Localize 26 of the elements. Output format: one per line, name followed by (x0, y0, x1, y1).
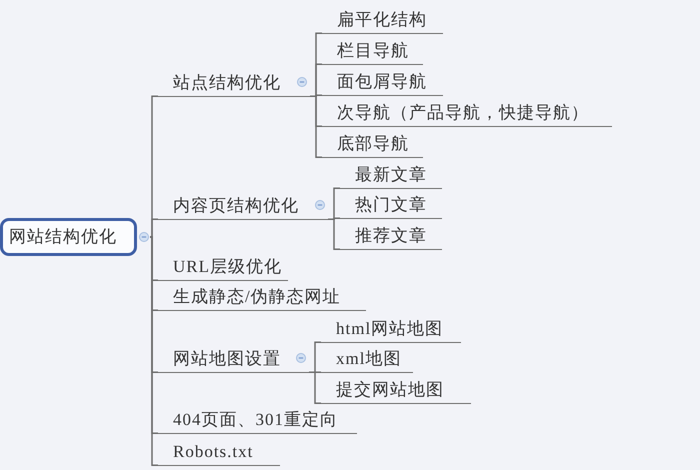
topic: xml地图 (321, 347, 413, 373)
root-topic-box: 网站结构优化 (0, 218, 137, 256)
topic-text: 网站地图设置 (173, 349, 281, 368)
topic: 提交网站地图 (321, 378, 471, 404)
branch-line (328, 218, 340, 250)
topic: 次导航（产品导航，快捷导航） (322, 101, 612, 127)
topic: 栏目导航 (322, 39, 423, 65)
topic: 推荐文章 (340, 224, 442, 250)
branch-line (150, 218, 158, 238)
topic: html网站地图 (321, 317, 461, 343)
topic: 底部导航 (322, 132, 423, 158)
topic: 最新文章 (340, 163, 442, 189)
topic: 面包屑导航 (322, 70, 443, 96)
topic-text: 站点结构优化 (173, 73, 281, 92)
topic: Robots.txt (158, 440, 280, 466)
topic: 生成静态/伪静态网址 (158, 285, 366, 311)
topic: 扁平化结构 (322, 8, 443, 34)
topic-text: 内容页结构优化 (173, 196, 299, 215)
topic (158, 347, 309, 373)
topic: 热门文章 (340, 193, 442, 219)
branch-line (310, 96, 322, 158)
topic: URL层级优化 (158, 255, 288, 281)
branch-line (309, 372, 321, 404)
topic (158, 194, 328, 220)
topic (158, 71, 310, 97)
topic: 404页面、301重定向 (158, 408, 357, 434)
